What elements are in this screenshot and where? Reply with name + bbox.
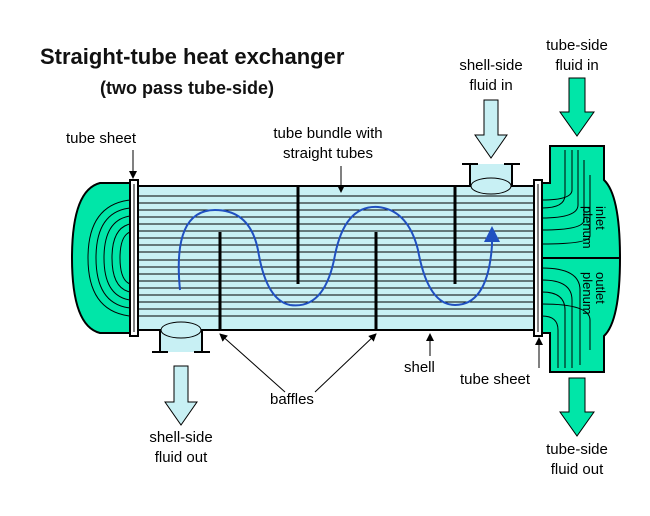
diagram-title: Straight-tube heat exchanger	[40, 44, 345, 69]
diagram-subtitle: (two pass tube-side)	[100, 78, 275, 98]
baffles-label: baffles	[270, 391, 314, 408]
tube-side-in-label-line1: tube-side	[546, 37, 608, 54]
leader-lines	[129, 150, 543, 393]
tube-sheet-right-label: tube sheet	[460, 371, 531, 388]
tube-side-out-label-line2: fluid out	[550, 461, 604, 478]
shell-side-in-label: shell-side fluid in	[448, 56, 534, 96]
shell-side-out-label: shell-side fluid out	[138, 428, 224, 468]
tube-side-in-label: tube-side fluid in	[532, 36, 622, 76]
tube-side-in-arrow	[559, 77, 595, 137]
outlet-plenum-label: outlet plenum	[580, 272, 608, 315]
shell-body	[137, 185, 535, 331]
shell-flow-path	[177, 205, 500, 307]
shell-label: shell	[404, 359, 435, 376]
tube-bundle-label-line2: straight tubes	[282, 145, 374, 162]
shell-side-out-label-line1: shell-side	[149, 429, 213, 446]
tube-side-out-arrow	[559, 377, 595, 437]
shell-side-in-label-line2: fluid in	[469, 77, 513, 94]
outlet-plenum-flow	[541, 267, 591, 368]
tube-side-in-label-line2: fluid in	[555, 57, 599, 74]
tube-side-out-label: tube-side fluid out	[532, 440, 622, 480]
tube-sheet-left-label: tube sheet	[66, 130, 137, 147]
shell-side-out-arrow	[164, 365, 198, 426]
tube-flow-turns-left	[87, 199, 131, 317]
tube-side-out-label-line1: tube-side	[546, 441, 608, 458]
shell-side-out-label-line2: fluid out	[154, 449, 208, 466]
shell-side-in-label-line1: shell-side	[459, 57, 523, 74]
left-head	[70, 182, 131, 334]
shell-side-in-arrow	[474, 99, 508, 159]
inlet-plenum-label: inlet plenum	[580, 206, 608, 249]
tube-bundle-label-line1: tube bundle with	[273, 125, 383, 142]
tube-bundle-label: tube bundle with straight tubes	[260, 124, 396, 164]
inlet-plenum-flow	[541, 150, 591, 245]
baffles	[218, 186, 457, 330]
tube-bundle	[138, 195, 534, 317]
